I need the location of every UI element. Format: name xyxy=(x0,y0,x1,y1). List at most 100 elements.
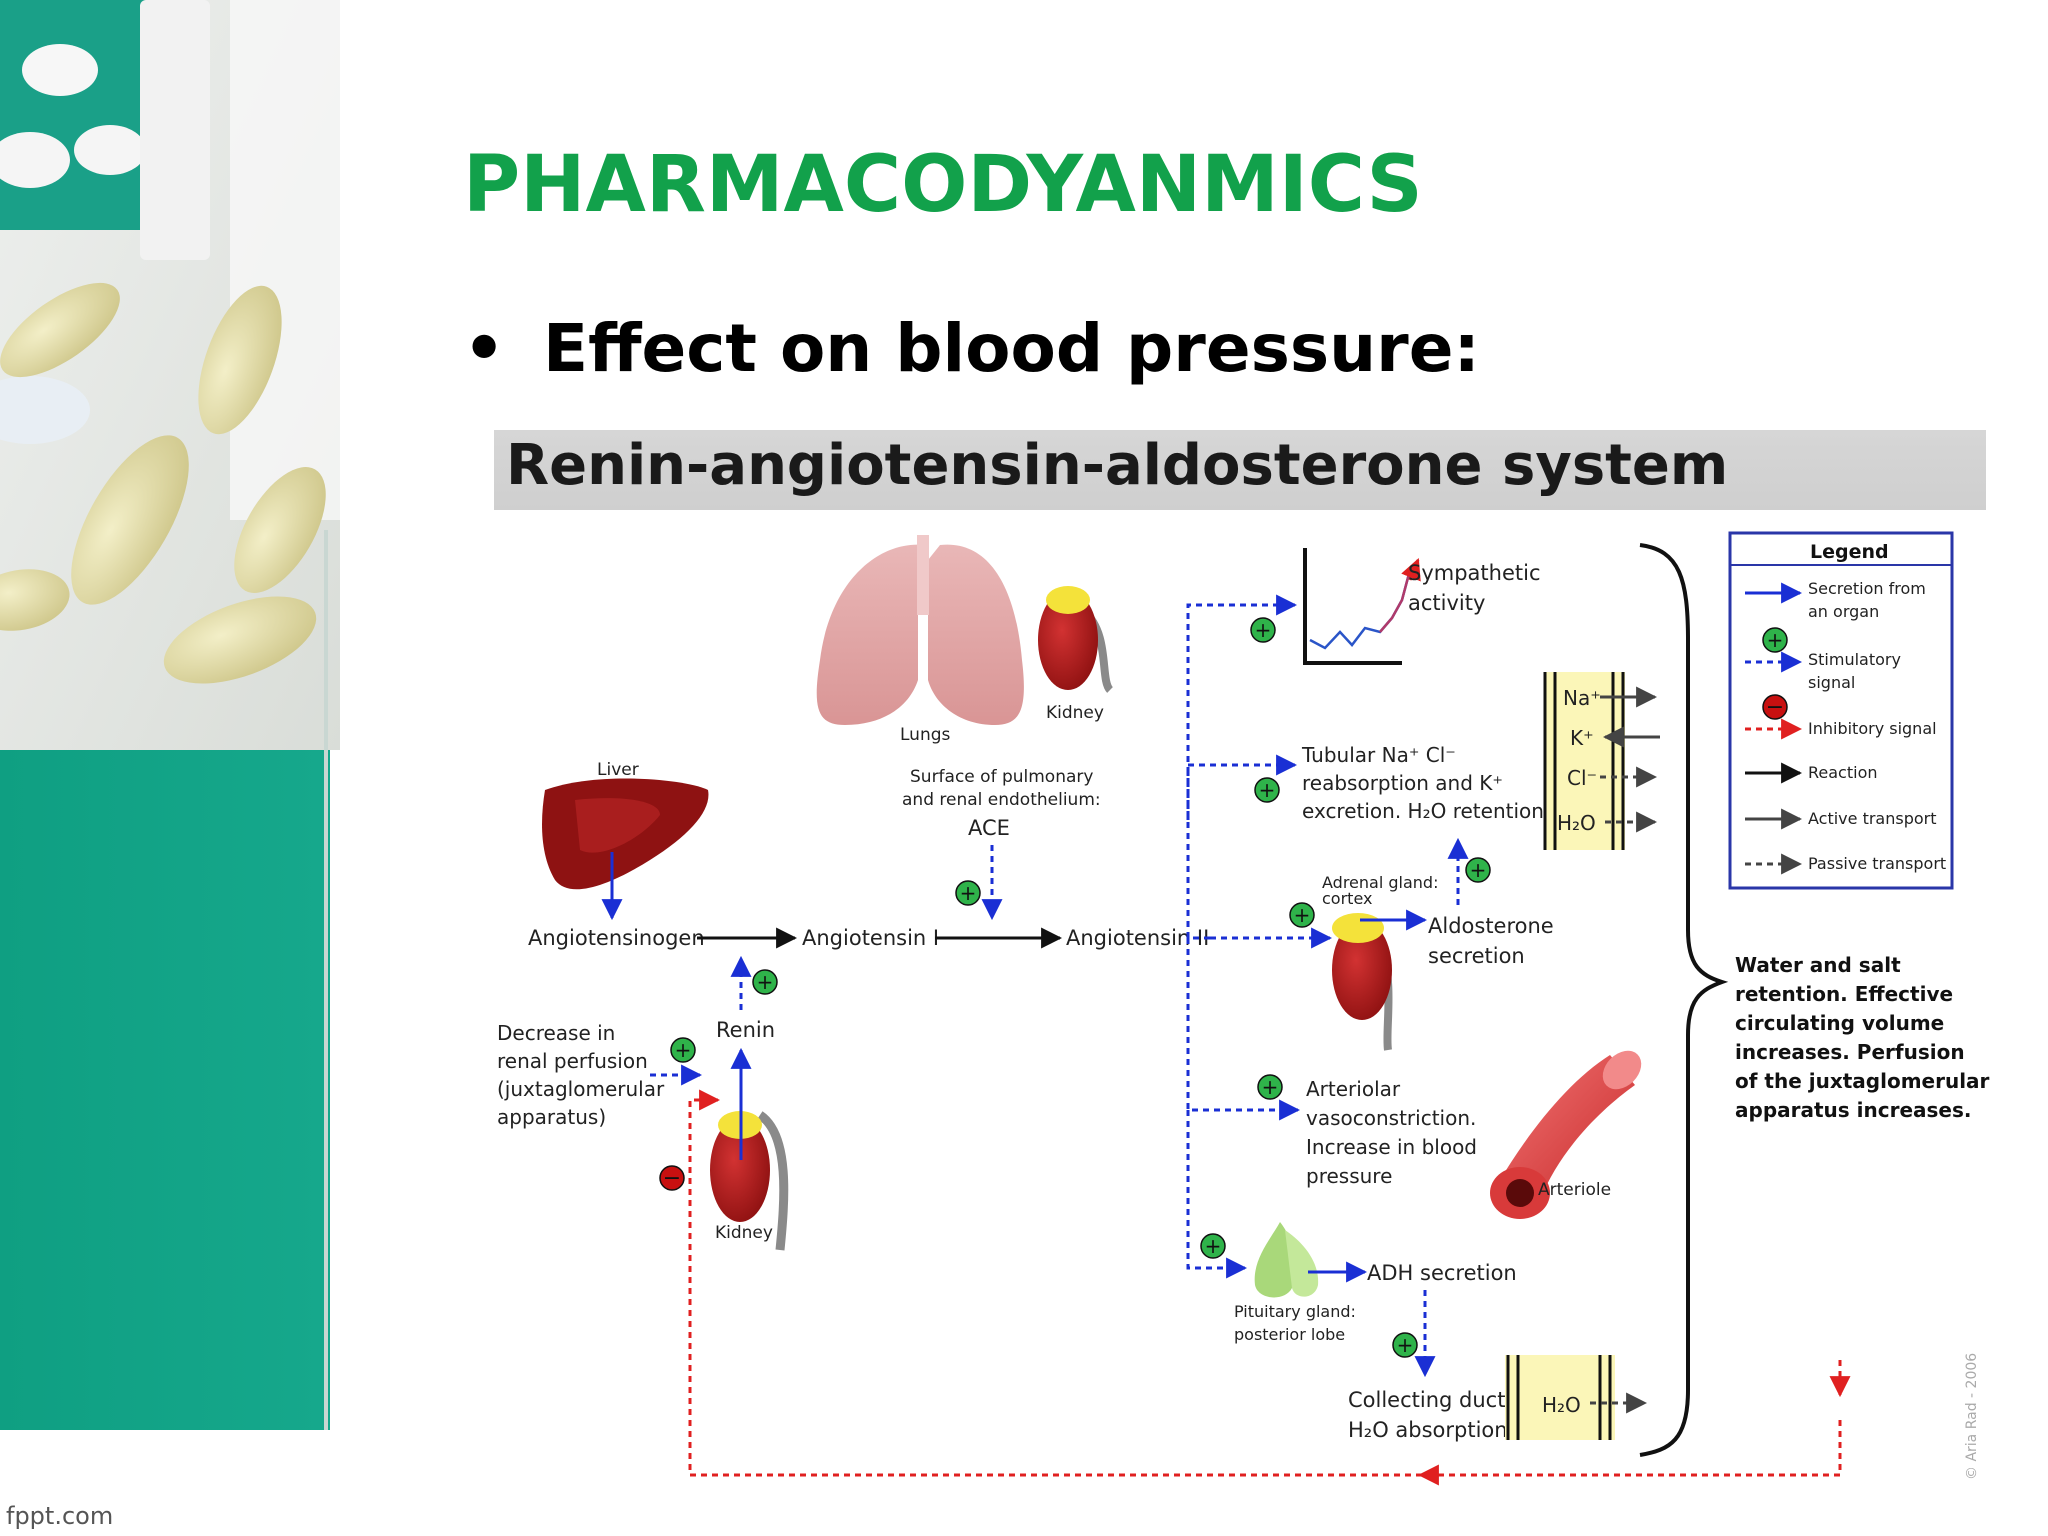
label-sympathetic-line1: Sympathetic xyxy=(1408,561,1541,585)
label-result-line5: of the juxtaglomerular xyxy=(1735,1069,1990,1093)
ion-transport-box xyxy=(1543,672,1660,850)
label-collecting-line1: Collecting duct: xyxy=(1348,1388,1513,1412)
pituitary-gland-icon xyxy=(1254,1222,1319,1298)
label-lungs: Lungs xyxy=(900,725,951,745)
glass-container xyxy=(230,0,340,520)
legend-secretion-line2: an organ xyxy=(1808,602,1879,621)
plus-icon: + xyxy=(1257,1074,1283,1100)
svg-text:+: + xyxy=(1205,1234,1222,1258)
label-ion-h2o-duct: H₂O xyxy=(1542,1393,1581,1417)
yellow-pill xyxy=(0,569,70,631)
label-tubular-line2: reabsorption and K⁺ xyxy=(1302,771,1503,795)
white-pill xyxy=(0,376,90,444)
arteriole-icon xyxy=(1490,1050,1642,1219)
svg-text:+: + xyxy=(1294,903,1311,927)
svg-text:−: − xyxy=(663,1166,681,1191)
label-tubular-line3: excretion. H₂O retention xyxy=(1302,799,1544,823)
svg-text:−: − xyxy=(1766,695,1784,720)
svg-text:+: + xyxy=(1259,778,1276,802)
svg-text:+: + xyxy=(1397,1333,1414,1357)
svg-text:+: + xyxy=(960,881,977,905)
label-result-line2: retention. Effective xyxy=(1735,982,1953,1006)
plus-icon: + xyxy=(1392,1332,1418,1358)
sympathetic-graph-icon xyxy=(1303,548,1421,665)
label-arteriolar-line3: Increase in blood xyxy=(1306,1135,1477,1159)
label-kidney-top: Kidney xyxy=(1046,703,1104,723)
legend-inhibitory: Inhibitory signal xyxy=(1808,719,1937,738)
label-ion-h2o: H₂O xyxy=(1557,811,1596,835)
legend-title: Legend xyxy=(1810,541,1889,563)
yellow-pill xyxy=(198,285,282,435)
label-adrenal-line2: cortex xyxy=(1322,889,1372,908)
white-pill xyxy=(22,44,98,96)
svg-text:+: + xyxy=(675,1038,692,1062)
angiotensin2-signal-trunk xyxy=(1186,603,1320,1270)
bracket-brace xyxy=(1639,543,1729,1457)
label-arteriole: Arteriole xyxy=(1538,1180,1611,1200)
blister-pack xyxy=(0,0,150,230)
svg-text:+: + xyxy=(1262,1075,1279,1099)
label-angiotensin2: Angiotensin II xyxy=(1066,926,1209,950)
legend-reaction: Reaction xyxy=(1808,763,1878,782)
footer-brand: fppt.com xyxy=(6,1502,114,1530)
arrow-inhibitory-feedback xyxy=(688,1089,1842,1477)
adrenal-kidney-icon xyxy=(1332,913,1393,1051)
label-decrease-line3: (juxtaglomerular xyxy=(497,1077,665,1101)
label-angiotensinogen: Angiotensinogen xyxy=(528,926,705,950)
legend-secretion-line1: Secretion from xyxy=(1808,579,1926,598)
label-ace-line1: Surface of pulmonary xyxy=(910,767,1093,787)
svg-text:+: + xyxy=(1767,628,1784,652)
label-ace-line2: and renal endothelium: xyxy=(902,790,1101,810)
legend-box: + − xyxy=(1728,531,1954,890)
teal-block xyxy=(0,750,330,1430)
plus-icon: + xyxy=(1200,1233,1226,1259)
label-ace: ACE xyxy=(968,816,1010,840)
yellow-pill xyxy=(234,467,326,593)
label-pituitary-line1: Pituitary gland: xyxy=(1234,1302,1356,1321)
label-ion-cl: Cl⁻ xyxy=(1567,766,1597,790)
legend-stimulatory-line2: signal xyxy=(1808,673,1855,692)
left-decor-panel xyxy=(0,0,340,1430)
medicine-bottle xyxy=(140,0,210,260)
bullet-item: • Effect on blood pressure: xyxy=(463,310,1480,387)
label-arteriolar-line1: Arteriolar xyxy=(1306,1077,1401,1101)
label-decrease-line1: Decrease in xyxy=(497,1021,615,1045)
label-decrease-line4: apparatus) xyxy=(497,1105,606,1129)
label-result-line4: increases. Perfusion xyxy=(1735,1040,1965,1064)
yellow-pill xyxy=(0,282,120,378)
yellow-pill xyxy=(163,596,317,684)
plus-icon: + xyxy=(1289,902,1315,928)
collecting-duct-box xyxy=(1505,1355,1648,1440)
label-liver: Liver xyxy=(597,760,639,780)
label-result-line6: apparatus increases. xyxy=(1735,1098,1972,1122)
legend-active: Active transport xyxy=(1808,809,1937,828)
bullet-text: Effect on blood pressure: xyxy=(543,310,1480,387)
divider-line xyxy=(324,530,328,1430)
bullet-dot: • xyxy=(463,310,506,387)
lungs-icon xyxy=(816,535,1024,725)
label-collecting-line2: H₂O absorption xyxy=(1348,1418,1508,1442)
diagram-title-bar xyxy=(494,430,1986,510)
plus-icon: + xyxy=(752,969,778,995)
plus-icon: + xyxy=(1254,777,1280,803)
diagram-title: Renin-angiotensin-aldosterone system xyxy=(506,433,1729,498)
kidney-icon xyxy=(1038,586,1114,693)
legend-stimulatory-line1: Stimulatory xyxy=(1808,650,1901,669)
watermark-text: © Aria Rad - 2006 xyxy=(1964,1353,1980,1480)
label-decrease-line2: renal perfusion xyxy=(497,1049,648,1073)
white-pill xyxy=(0,132,70,188)
legend-passive: Passive transport xyxy=(1808,854,1946,873)
label-sympathetic-line2: activity xyxy=(1408,591,1485,615)
label-kidney-bottom: Kidney xyxy=(715,1223,773,1243)
label-tubular-line1: Tubular Na⁺ Cl⁻ xyxy=(1301,743,1456,767)
label-result-line1: Water and salt xyxy=(1735,953,1901,977)
white-pill xyxy=(74,125,146,175)
plus-icon: + xyxy=(1250,617,1276,643)
label-pituitary-line2: posterior lobe xyxy=(1234,1325,1345,1344)
label-renin: Renin xyxy=(716,1018,775,1042)
plus-icon: + xyxy=(1465,857,1491,883)
plus-icon: + xyxy=(955,880,981,906)
svg-text:+: + xyxy=(1255,618,1272,642)
kidney-icon xyxy=(710,1111,789,1251)
label-arteriolar-line2: vasoconstriction. xyxy=(1306,1106,1476,1130)
